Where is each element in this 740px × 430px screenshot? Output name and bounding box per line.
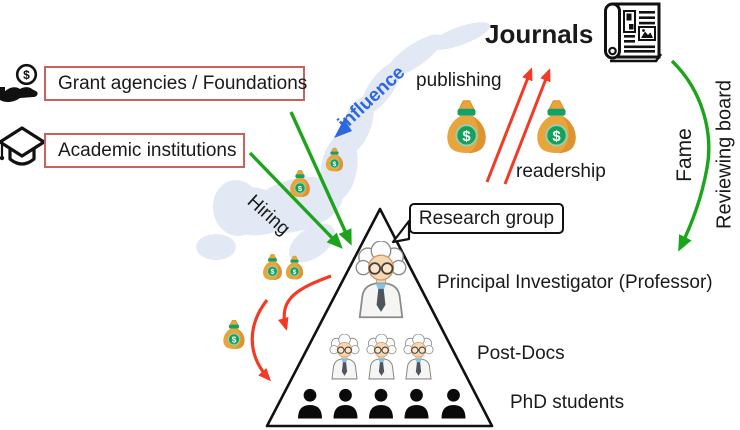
academic-institutions-box: Academic institutions [44, 133, 245, 168]
research-group-box-connector [391, 219, 411, 244]
green-arrow-from-academic [248, 151, 343, 249]
reviewing-board-label: Reviewing board [713, 80, 736, 229]
research-group-label: Research group [418, 207, 555, 229]
phd-students-label: PhD students [510, 392, 625, 413]
red-arrow-publishing [485, 67, 533, 183]
coin-dollar-sign: $ [23, 68, 30, 82]
academic-institutions-label: Academic institutions [58, 139, 237, 161]
publishing-label: publishing [416, 70, 502, 91]
money-flow-arrows [250, 274, 332, 382]
research-group-box: Research group [409, 203, 564, 234]
money-bag-icon [289, 169, 311, 198]
hand-money-icon: $ [0, 63, 38, 103]
grant-agencies-label: Grant agencies / Foundations [58, 72, 308, 94]
newspaper-scroll-icon [604, 2, 663, 63]
red-curve-to-postdocs [277, 274, 332, 331]
grant-agencies-box: Grant agencies / Foundations [44, 66, 308, 101]
postdocs-label: Post-Docs [477, 343, 565, 364]
journals-title: Journals [485, 19, 594, 49]
green-arrow-from-grant [289, 111, 352, 246]
influence-cloud [196, 22, 491, 263]
fame-label: Fame [673, 128, 696, 182]
publishing-arrows [485, 67, 551, 185]
money-bag-icon [446, 99, 487, 155]
money-bag-icon [536, 99, 577, 155]
money-bag-icon [262, 253, 283, 281]
hiring-arrows [248, 111, 352, 249]
money-bag-icon [222, 319, 246, 350]
influence-arrowhead-icon [334, 119, 352, 138]
red-arrow-readership [503, 68, 551, 185]
fame-reviewing-curve-arrow [670, 59, 711, 252]
graduation-cap-icon [0, 126, 46, 166]
readership-label: readership [516, 161, 606, 182]
principal-investigator-label: Principal Investigator (Professor) [437, 272, 713, 293]
postdoc-figures [329, 334, 434, 380]
red-curve-to-phd [250, 299, 272, 382]
